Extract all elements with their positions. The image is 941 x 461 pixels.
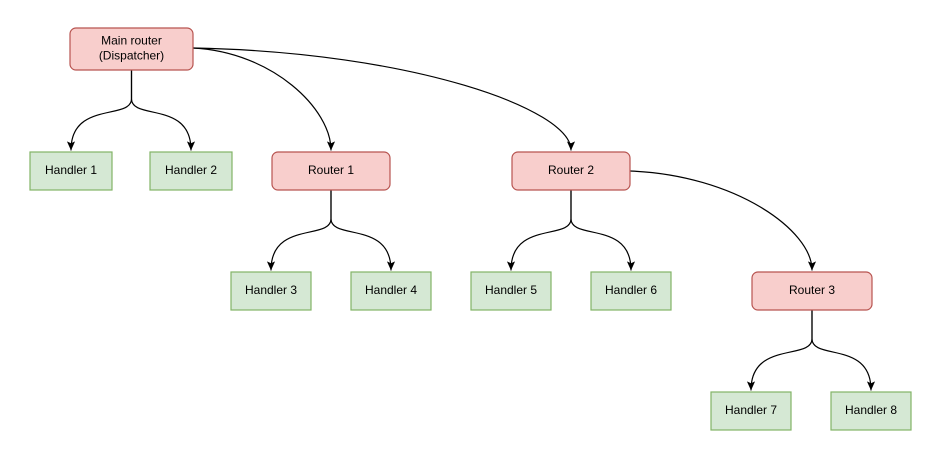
router-3-label: Router 3 — [789, 283, 835, 297]
node-handler-6[interactable]: Handler 6 — [590, 271, 672, 311]
node-handler-2[interactable]: Handler 2 — [149, 151, 233, 191]
node-handler-3[interactable]: Handler 3 — [230, 271, 312, 311]
node-router-1[interactable]: Router 1 — [271, 151, 391, 191]
handler-6-label: Handler 6 — [605, 283, 657, 297]
router-3-shape — [751, 271, 873, 311]
main-router-shape — [69, 27, 194, 71]
node-layer: Main router(Dispatcher) Handler 1 Handler … — [29, 27, 912, 431]
handler-4-label: Handler 4 — [365, 283, 417, 297]
node-handler-5[interactable]: Handler 5 — [470, 271, 552, 311]
edge-main-handler2 — [130, 69, 196, 151]
edge-router2-handler6 — [570, 189, 636, 271]
node-handler-1[interactable]: Handler 1 — [29, 151, 113, 191]
edge-main-handler1 — [66, 69, 133, 151]
handler-3-label: Handler 3 — [245, 283, 297, 297]
node-handler-4[interactable]: Handler 4 — [350, 271, 432, 311]
handler-8-label: Handler 8 — [845, 403, 897, 417]
handler-7-shape — [710, 391, 792, 431]
handler-2-shape — [149, 151, 233, 191]
handler-2-label: Handler 2 — [165, 163, 217, 177]
handler-3-shape — [230, 271, 312, 311]
edge-router2-router3 — [629, 170, 817, 271]
edge-router1-handler4 — [330, 189, 396, 271]
edge-router1-handler3 — [266, 189, 332, 271]
edge-main-router2 — [192, 47, 576, 151]
router-2-label: Router 2 — [548, 163, 594, 177]
router-1-label: Router 1 — [308, 163, 354, 177]
edge-router3-handler8 — [811, 309, 876, 391]
edge-main-router1 — [192, 47, 336, 151]
node-main-router[interactable]: Main router(Dispatcher) — [69, 27, 194, 71]
node-handler-8[interactable]: Handler 8 — [830, 391, 912, 431]
edge-router2-handler5 — [506, 189, 572, 271]
node-handler-7[interactable]: Handler 7 — [710, 391, 792, 431]
main-router-label: Main router(Dispatcher) — [99, 34, 164, 63]
handler-1-shape — [29, 151, 113, 191]
handler-1-label: Handler 1 — [45, 163, 97, 177]
handler-8-shape — [830, 391, 912, 431]
handler-5-shape — [470, 271, 552, 311]
handler-6-shape — [590, 271, 672, 311]
node-router-3[interactable]: Router 3 — [751, 271, 873, 311]
node-router-2[interactable]: Router 2 — [511, 151, 631, 191]
handler-7-label: Handler 7 — [725, 403, 777, 417]
handler-4-shape — [350, 271, 432, 311]
router-2-shape — [511, 151, 631, 191]
edge-router3-handler7 — [746, 309, 813, 391]
handler-5-label: Handler 5 — [485, 283, 537, 297]
router-1-shape — [271, 151, 391, 191]
edge-layer — [66, 47, 876, 391]
